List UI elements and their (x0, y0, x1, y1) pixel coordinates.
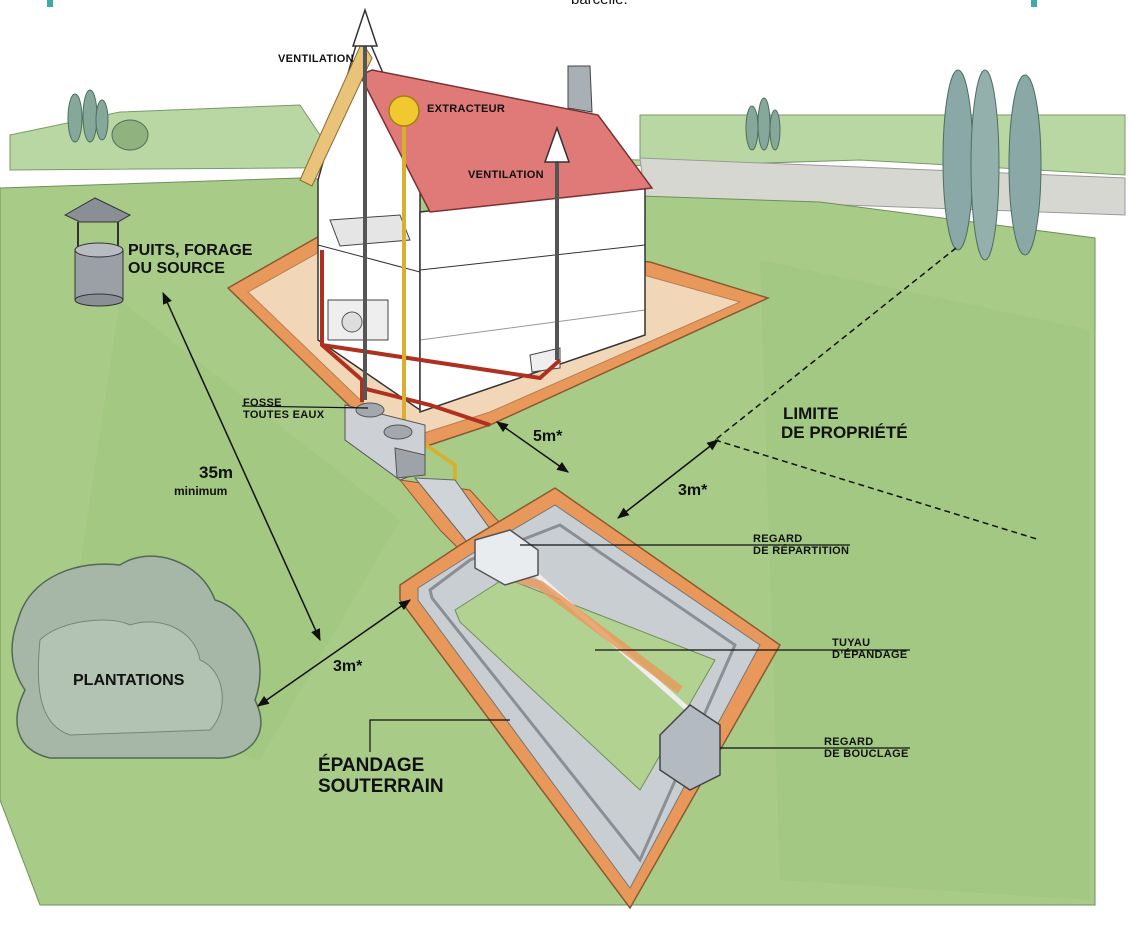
label-regard-repartition: REGARD DE RÉPARTITION (753, 533, 849, 558)
label-limite-line2: DE PROPRIÉTÉ (781, 423, 908, 443)
label-plantations: PLANTATIONS (73, 672, 185, 689)
label-puits-line2: OU SOURCE (128, 259, 225, 277)
septic-tank (344, 402, 426, 481)
house-fixtures (329, 214, 411, 247)
arrow-3m-property (617, 439, 719, 519)
label-fosse-line1: FOSSE (243, 397, 282, 409)
waste-pipe (320, 250, 562, 402)
label-ventilation-top: VENTILATION (278, 53, 354, 65)
ventilation-arrow-top (351, 7, 379, 47)
label-tuyau-line1: TUYAU (832, 637, 871, 649)
closing-box (659, 704, 721, 791)
distance-arrows (162, 291, 719, 707)
label-tuyau-line2: D’ÉPANDAGE (832, 649, 908, 662)
extractor-fan (388, 95, 420, 127)
label-distance-5m: 5m* (533, 428, 563, 445)
label-epandage-line1: ÉPANDAGE (318, 755, 425, 776)
label-limite-propriete: LIMITE DE PROPRIÉTÉ (781, 404, 908, 442)
callout-lines (241, 405, 910, 752)
label-epandage-line2: SOUTERRAIN (318, 776, 444, 798)
epandage-leader (369, 719, 510, 752)
label-epandage-souterrain: ÉPANDAGE SOUTERRAIN (318, 755, 444, 798)
arrow-35m (162, 291, 321, 642)
label-puits: PUITS, FORAGE OU SOURCE (128, 242, 252, 278)
label-puits-line1: PUITS, FORAGE (128, 242, 253, 259)
leach-field (399, 487, 781, 910)
label-distance-35m: 35m (199, 463, 234, 482)
left-ribbon-mark (47, 0, 53, 7)
arrow-5m (496, 421, 569, 473)
header-fragment: barcelle. (571, 0, 628, 9)
label-regard-rep-line1: REGARD (753, 533, 803, 545)
distribution-box (474, 529, 539, 586)
label-regard-rep-line2: DE RÉPARTITION (753, 545, 850, 558)
house-roof-edge (299, 40, 373, 187)
label-distance-3m-property: 3m* (678, 482, 708, 499)
label-limite-line1: LIMITE (783, 404, 839, 423)
property-limit (714, 247, 1041, 541)
label-minimum: minimum (174, 484, 228, 498)
well (63, 197, 132, 307)
lawn-shading (760, 260, 1090, 900)
chimney (567, 65, 593, 113)
label-regard-bouclage: REGARD DE BOUCLAGE (824, 736, 909, 761)
label-extracteur: EXTRACTEUR (427, 103, 506, 115)
arrow-3m-plantations (257, 599, 411, 707)
label-fosse-line2: TOUTES EAUX (243, 409, 325, 422)
label-regard-bouc-line2: DE BOUCLAGE (824, 748, 909, 761)
ventilation-arrow-roof (543, 125, 571, 163)
background-trees (67, 69, 1042, 261)
label-regard-bouc-line1: REGARD (824, 736, 874, 748)
label-tuyau-epandage: TUYAU D’ÉPANDAGE (832, 637, 908, 662)
label-ventilation-roof: VENTILATION (468, 169, 544, 181)
label-distance-3m-plantations: 3m* (333, 658, 363, 675)
right-ribbon-mark (1031, 0, 1037, 7)
label-fosse: FOSSE TOUTES EAUX (243, 397, 324, 422)
